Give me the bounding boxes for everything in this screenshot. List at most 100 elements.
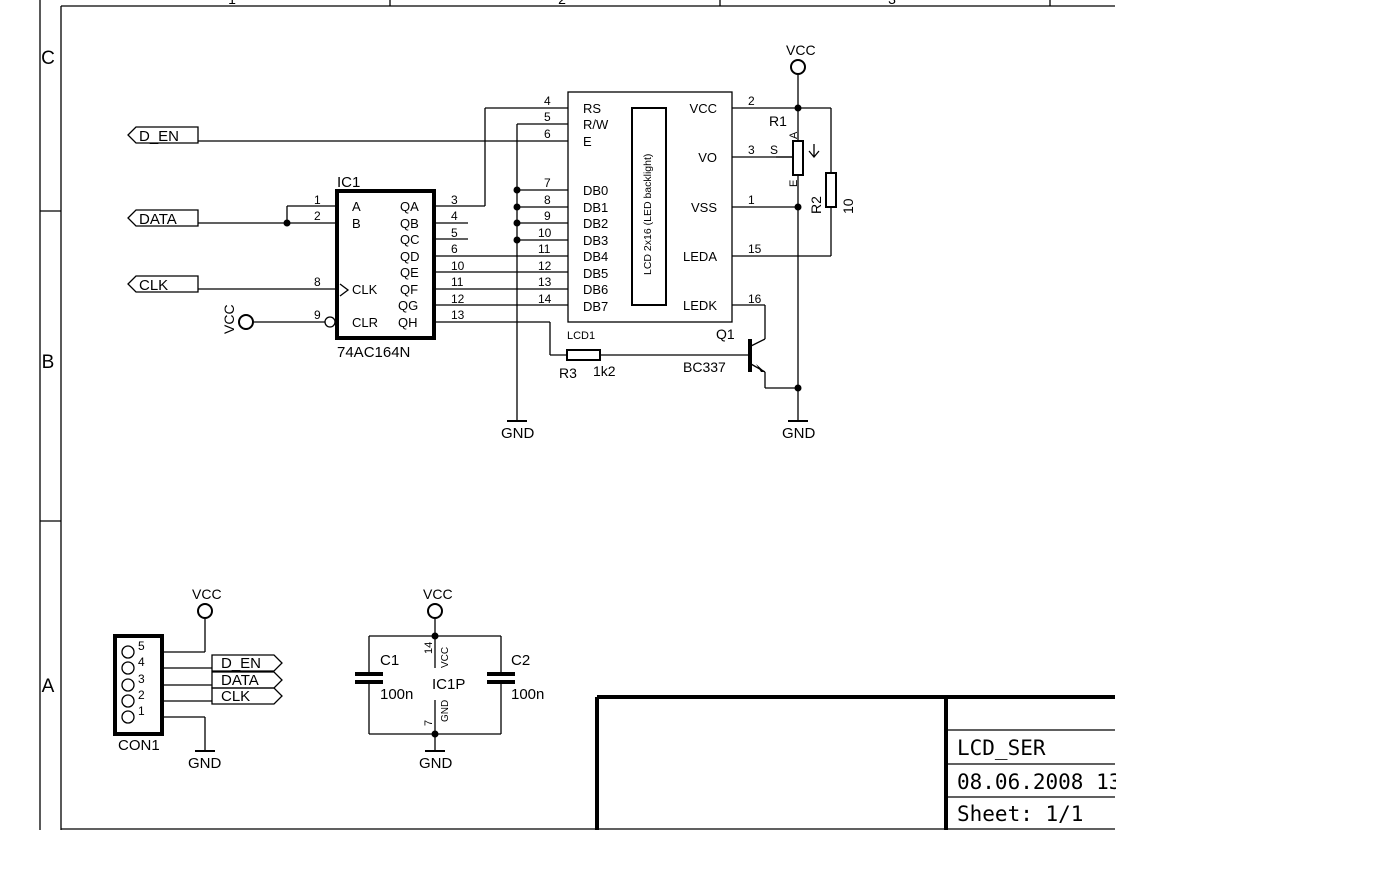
ic1-pin-num: 13 bbox=[451, 308, 465, 322]
ic1-shift-register: IC1 74AC164N 1 A 2 B 8 CLK 9 CLR QA 3 QB… bbox=[314, 174, 465, 361]
ic1p-gnd-label: GND bbox=[440, 700, 451, 722]
ic1-pin-label: A bbox=[352, 199, 361, 214]
ic1-pin-num: 4 bbox=[451, 209, 458, 223]
title-block-date: 08.06.2008 13 bbox=[957, 770, 1121, 794]
lcd1-pin-label: RS bbox=[583, 101, 601, 116]
frame-col-label: 3 bbox=[888, 0, 896, 7]
vcc-label: VCC bbox=[192, 586, 222, 602]
lcd1-pin-label: LEDA bbox=[683, 249, 717, 264]
vcc-symbol-clr: VCC bbox=[221, 304, 254, 334]
ic1-pin-num: 8 bbox=[314, 275, 321, 289]
vcc-label: VCC bbox=[786, 42, 816, 58]
frame-row-label: A bbox=[42, 676, 55, 697]
ic1-pin-label: QD bbox=[400, 249, 420, 264]
drawing-frame bbox=[39, 0, 1115, 830]
con1-name: CON1 bbox=[118, 737, 160, 754]
c1-value: 100n bbox=[380, 686, 413, 703]
ic1-pin-num: 11 bbox=[451, 275, 464, 289]
lcd1-pin-num: 13 bbox=[538, 275, 552, 289]
ic1-pin-label: CLR bbox=[352, 315, 378, 330]
q1-name: Q1 bbox=[716, 326, 735, 342]
lcd1-pin-num: 11 bbox=[538, 242, 551, 256]
lcd1-pin-num: 1 bbox=[748, 193, 755, 207]
lcd1-pin-label: DB4 bbox=[583, 249, 608, 264]
lcd1-pin-label: DB0 bbox=[583, 183, 608, 198]
lcd1-pin-label: VSS bbox=[691, 200, 717, 215]
ic1-pin-num: 12 bbox=[451, 292, 465, 306]
ic1-name: IC1 bbox=[337, 174, 360, 191]
gnd-label: GND bbox=[782, 425, 816, 442]
con1-pin-num: 3 bbox=[138, 672, 145, 686]
ic1-pin-num: 3 bbox=[451, 193, 458, 207]
r2-name: R2 bbox=[808, 196, 824, 214]
con1-connector: 5 4 3 2 1 CON1 D_EN DATA CLK VCC GND bbox=[113, 586, 283, 772]
con1-port-d-en: D_EN bbox=[221, 655, 261, 672]
ic1-pin-label: QE bbox=[400, 265, 419, 280]
lcd1-pin-num: 10 bbox=[538, 226, 552, 240]
lcd1-pin-num: 14 bbox=[538, 292, 552, 306]
con1-pin-num: 5 bbox=[138, 639, 145, 653]
lcd1-module: LCD 2x16 (LED backlight) LCD1 4 RS 5 R/W… bbox=[538, 91, 762, 342]
c1-name: C1 bbox=[380, 652, 399, 669]
ic1-pin-num: 1 bbox=[314, 193, 321, 207]
gnd-label: GND bbox=[419, 755, 453, 772]
gnd-symbol-right: GND bbox=[782, 420, 816, 442]
lcd1-pin-num: 15 bbox=[748, 242, 762, 256]
ic1-pin-label: QC bbox=[400, 232, 420, 247]
lcd1-pin-label: DB3 bbox=[583, 233, 608, 248]
title-block-title: LCD_SER bbox=[957, 736, 1046, 760]
port-clk-label: CLK bbox=[139, 277, 168, 294]
lcd1-pin-num: 9 bbox=[544, 209, 551, 223]
lcd1-pin-num: 3 bbox=[748, 143, 755, 157]
r1-name: R1 bbox=[769, 113, 787, 129]
page-right-margin bbox=[1116, 0, 1373, 889]
lcd1-pin-label: E bbox=[583, 134, 592, 149]
lcd1-pin-label: LEDK bbox=[683, 298, 717, 313]
ic1-pin-label: QB bbox=[400, 216, 419, 231]
lcd1-pin-num: 6 bbox=[544, 127, 551, 141]
frame-col-label: 2 bbox=[558, 0, 566, 7]
r2-resistor: R2 10 bbox=[808, 172, 856, 214]
gnd-label: GND bbox=[501, 425, 535, 442]
wires bbox=[198, 75, 832, 420]
r1-pin-e: E bbox=[788, 180, 800, 187]
con1-pin-num: 1 bbox=[138, 704, 145, 718]
title-block: LCD_SER 08.06.2008 13 Sheet: 1/1 bbox=[595, 695, 1121, 830]
r1-pin-s: S bbox=[770, 143, 778, 157]
lcd1-pin-num: 4 bbox=[544, 94, 551, 108]
port-d-en-label: D_EN bbox=[139, 128, 179, 145]
ic1-pin-num: 10 bbox=[451, 259, 465, 273]
frame-row-label: B bbox=[42, 352, 55, 373]
wire-junctions bbox=[283, 104, 802, 392]
gnd-symbol-lcd: GND bbox=[501, 420, 535, 442]
lcd1-inner-label: LCD 2x16 (LED backlight) bbox=[642, 154, 654, 275]
port-d-en: D_EN bbox=[127, 126, 199, 145]
ic1p-gnd-pin: 7 bbox=[423, 720, 435, 726]
gnd-label: GND bbox=[188, 755, 222, 772]
ic1-pin-num: 6 bbox=[451, 242, 458, 256]
lcd1-pin-label: DB6 bbox=[583, 282, 608, 297]
r3-name: R3 bbox=[559, 365, 577, 381]
ic1-pin-num: 2 bbox=[314, 209, 321, 223]
lcd1-pin-label: DB5 bbox=[583, 266, 608, 281]
port-data: DATA bbox=[127, 209, 199, 228]
r1-pin-a: A bbox=[788, 131, 800, 139]
c2-value: 100n bbox=[511, 686, 544, 703]
r3-resistor: R3 1k2 bbox=[559, 349, 616, 381]
q1-transistor: Q1 BC337 bbox=[683, 326, 765, 375]
con1-pin-num: 4 bbox=[138, 655, 145, 669]
ic1-value: 74AC164N bbox=[337, 344, 410, 361]
lcd1-pin-num: 16 bbox=[748, 292, 762, 306]
title-block-sheet: Sheet: 1/1 bbox=[957, 802, 1083, 826]
ic1-pin-label: CLK bbox=[352, 282, 378, 297]
r3-value: 1k2 bbox=[593, 363, 616, 379]
vcc-symbol-top: VCC bbox=[786, 42, 816, 75]
lcd1-name: LCD1 bbox=[567, 330, 595, 342]
frame-col-label: 1 bbox=[228, 0, 236, 7]
port-data-label: DATA bbox=[139, 211, 177, 228]
vcc-label: VCC bbox=[221, 304, 237, 334]
lcd1-pin-num: 7 bbox=[544, 176, 551, 190]
ic1p-vcc-label: VCC bbox=[440, 647, 451, 668]
r2-value: 10 bbox=[840, 198, 856, 214]
lcd1-pin-num: 8 bbox=[544, 193, 551, 207]
